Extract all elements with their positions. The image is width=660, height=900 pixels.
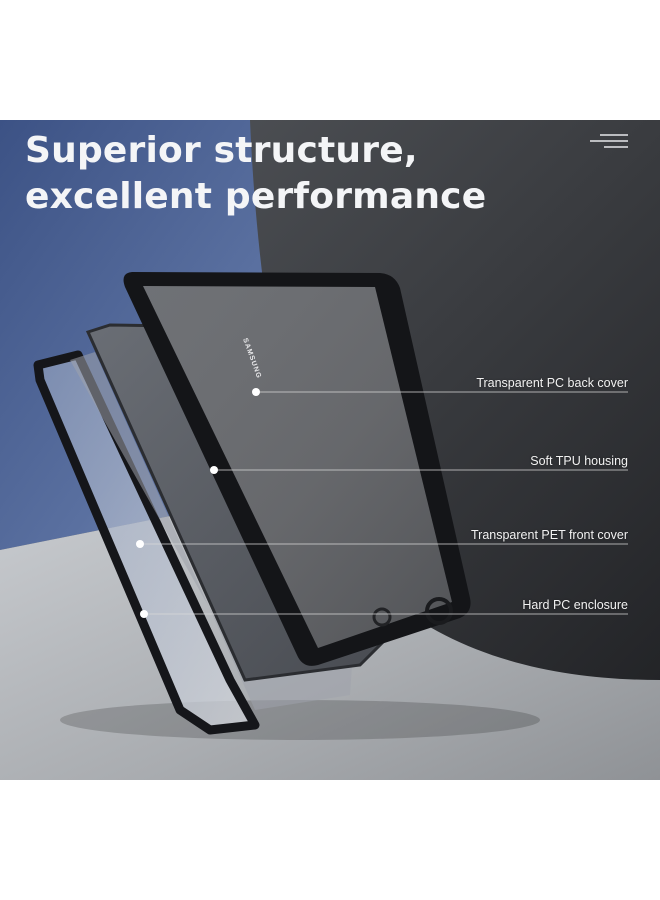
callout-dot-pet — [136, 540, 144, 548]
callout-dot-tpu — [210, 466, 218, 474]
callout-lines — [140, 391, 628, 615]
product-scene: SAMSUNG — [0, 120, 660, 780]
product-banner: SAMSUNG Superior structure, excellent pe… — [0, 120, 660, 780]
callout-dots — [136, 388, 260, 618]
camera-cutout-inner — [372, 607, 392, 627]
pc-back-cover-glass — [143, 286, 452, 648]
headline: Superior structure, excellent performanc… — [25, 128, 486, 220]
callout-label-pc-enclosure: Hard PC enclosure — [522, 598, 628, 612]
headline-line-1: Superior structure, — [25, 130, 418, 171]
callout-dot-enclosure — [140, 610, 148, 618]
callout-label-tpu-housing: Soft TPU housing — [530, 454, 628, 468]
callout-dot-back-cover — [252, 388, 260, 396]
camera-cutout — [425, 597, 453, 625]
transparent-pet-front-cover — [70, 352, 352, 710]
tablet-shadow — [60, 700, 540, 740]
menu-lines-icon — [590, 134, 628, 148]
callout-label-pet-front-cover: Transparent PET front cover — [470, 528, 628, 542]
callout-label-back-cover: Transparent PC back cover — [476, 376, 628, 390]
headline-line-2: excellent performance — [25, 176, 487, 217]
